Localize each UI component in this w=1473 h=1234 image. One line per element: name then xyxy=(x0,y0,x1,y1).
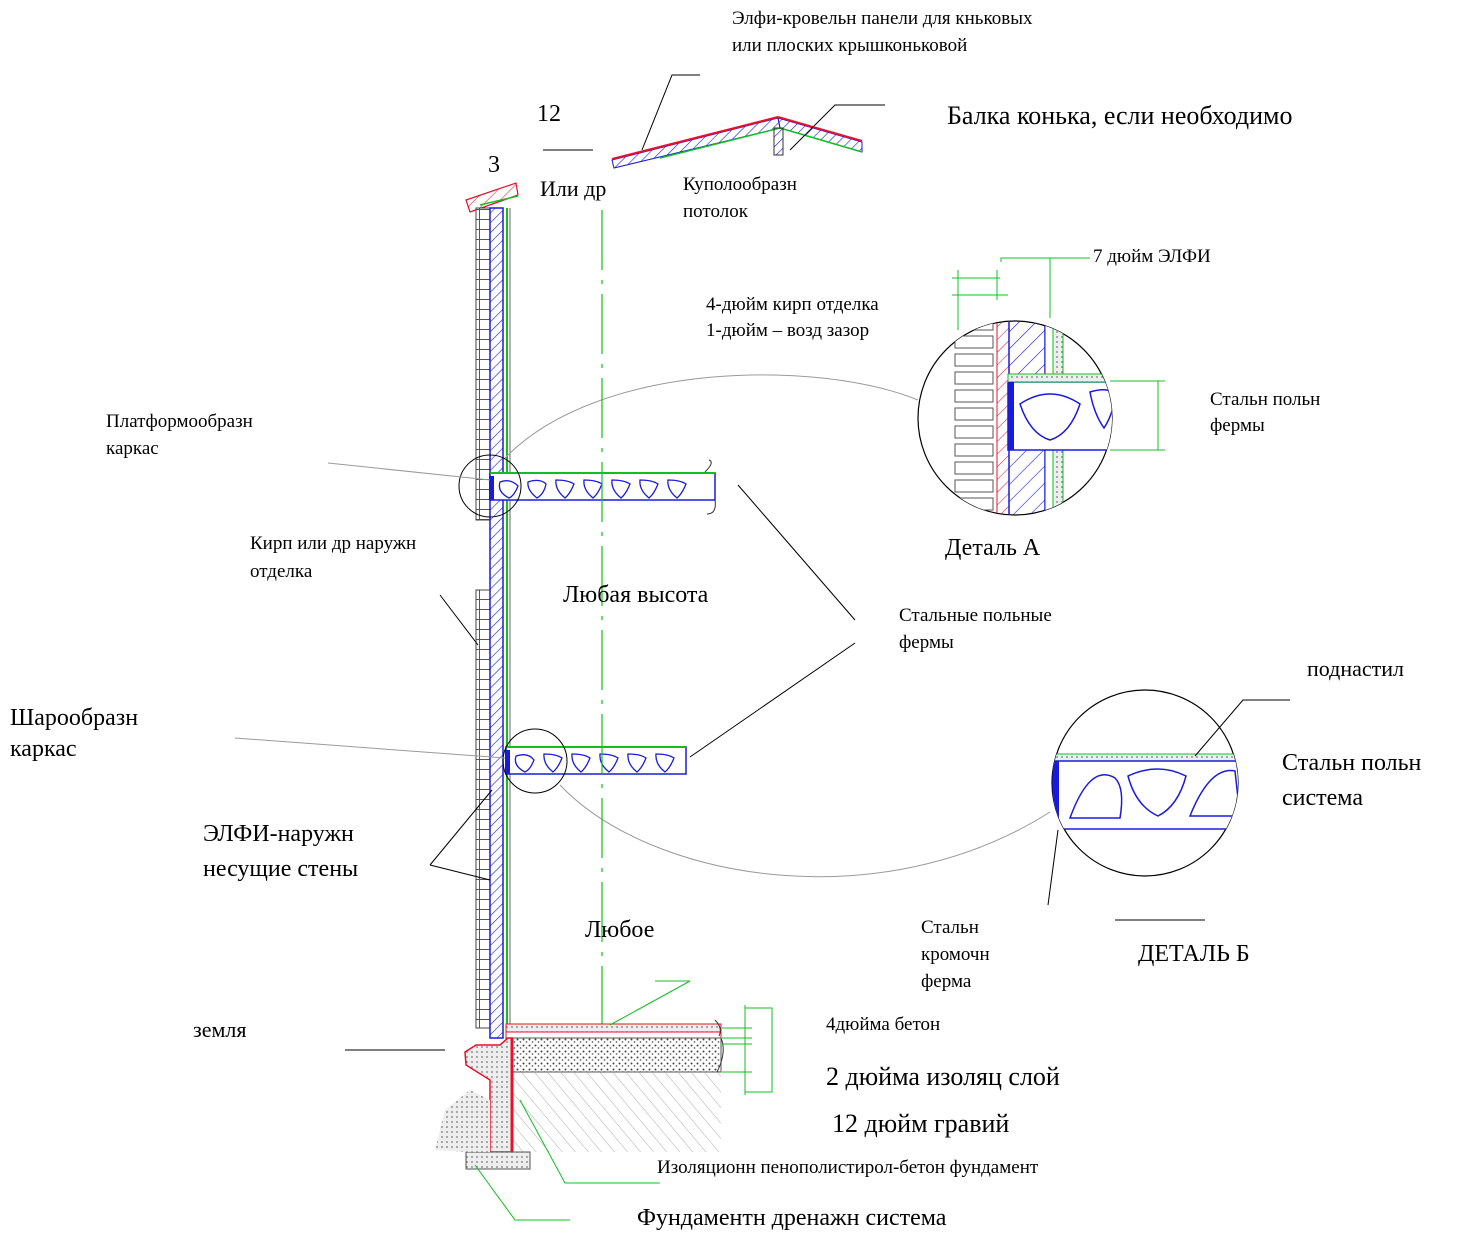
ridge-beam xyxy=(773,127,784,156)
foundation xyxy=(435,1037,531,1170)
dome-ceiling-label-1: Куполообразн xyxy=(683,174,797,195)
slab-dimensions xyxy=(722,1005,773,1095)
any-height-label: Любая высота xyxy=(563,582,709,608)
ball-frame-label-1: Шарообразн xyxy=(10,705,139,731)
brick-finish-label-1: Кирп или др наружн xyxy=(250,533,417,554)
ridge-beam-label: Балка конька, если необходимо xyxy=(947,101,1293,130)
number-3-label: 3 xyxy=(488,152,500,178)
leaders xyxy=(345,484,856,1051)
detail-b-title: ДЕТАЛЬ Б xyxy=(1138,941,1250,967)
detail-b xyxy=(1051,689,1239,877)
gravel-label: 12 дюйм гравий xyxy=(832,1109,1010,1138)
dome-ceiling-label-2: потолок xyxy=(683,201,748,222)
air-gap-label: 1-дюйм – возд зазор xyxy=(706,320,870,341)
steel-trusses-a-label-1: Стальн польн xyxy=(1210,389,1321,410)
detail-a-title: Деталь А xyxy=(945,535,1041,561)
detail-b-connector xyxy=(559,784,1051,878)
detail-a-dimensions xyxy=(952,257,1165,451)
ground-label: земля xyxy=(193,1017,247,1042)
roof-panel-right xyxy=(777,116,863,153)
roof-panel-eave xyxy=(465,182,519,213)
exterior-wall xyxy=(475,207,511,1039)
elfi-walls-label-1: ЭЛФИ-наружн xyxy=(203,821,354,847)
brick-finish-label-2: отделка xyxy=(250,561,313,582)
floor-truss-lower xyxy=(505,746,687,775)
elfi-7in-label: 7 дюйм ЭЛФИ xyxy=(1093,246,1211,267)
eps-foundation-label: Изоляционн пенополистирол-бетон фундамен… xyxy=(657,1157,1039,1178)
roof-panel-left xyxy=(611,116,781,169)
grey-leaders xyxy=(234,462,506,759)
steel-edge-label-2: кромочн xyxy=(921,944,990,965)
detail-a-marker xyxy=(458,454,522,518)
steel-edge-label-3: ферма xyxy=(921,971,972,992)
roof-panels-label-2: или плоских крышконьковой xyxy=(732,35,968,56)
foundation-leaders xyxy=(474,980,691,1221)
steel-floor-trusses-label-1: Стальные польные xyxy=(899,605,1052,626)
any-label: Любое xyxy=(585,917,655,943)
brick-4in-label: 4-дюйм кирп отделка xyxy=(706,294,879,315)
concrete-label: 4дюйма бетон xyxy=(826,1014,941,1035)
detail-b-leaders xyxy=(1047,699,1290,921)
detail-b-marker xyxy=(502,728,568,794)
roof-leaders xyxy=(543,74,885,151)
steel-trusses-a-label-2: фермы xyxy=(1210,415,1265,436)
steel-floor-system-label-2: система xyxy=(1282,785,1363,811)
detail-a-connector xyxy=(504,374,919,459)
platform-frame-label-2: каркас xyxy=(106,438,159,459)
roof-panels-label-1: Элфи-кровельн панели для кньковых xyxy=(732,8,1033,29)
floor-slab xyxy=(505,1019,724,1152)
ball-frame-label-2: каркас xyxy=(10,736,77,762)
drainage-label: Фундаментн дренажн система xyxy=(637,1205,947,1231)
steel-edge-label-1: Стальн xyxy=(921,917,979,938)
platform-frame-label-1: Платформообразн xyxy=(106,411,253,432)
or-other-label: Или др xyxy=(540,176,607,201)
insulation-label: 2 дюйма изоляц слой xyxy=(826,1062,1060,1091)
detail-a xyxy=(917,320,1113,516)
number-12-label: 12 xyxy=(537,101,561,127)
subfloor-label: поднастил xyxy=(1307,656,1405,681)
steel-floor-system-label-1: Стальн польн xyxy=(1282,750,1422,776)
elfi-walls-label-2: несущие стены xyxy=(203,856,359,882)
steel-floor-trusses-label-2: фермы xyxy=(899,632,954,653)
